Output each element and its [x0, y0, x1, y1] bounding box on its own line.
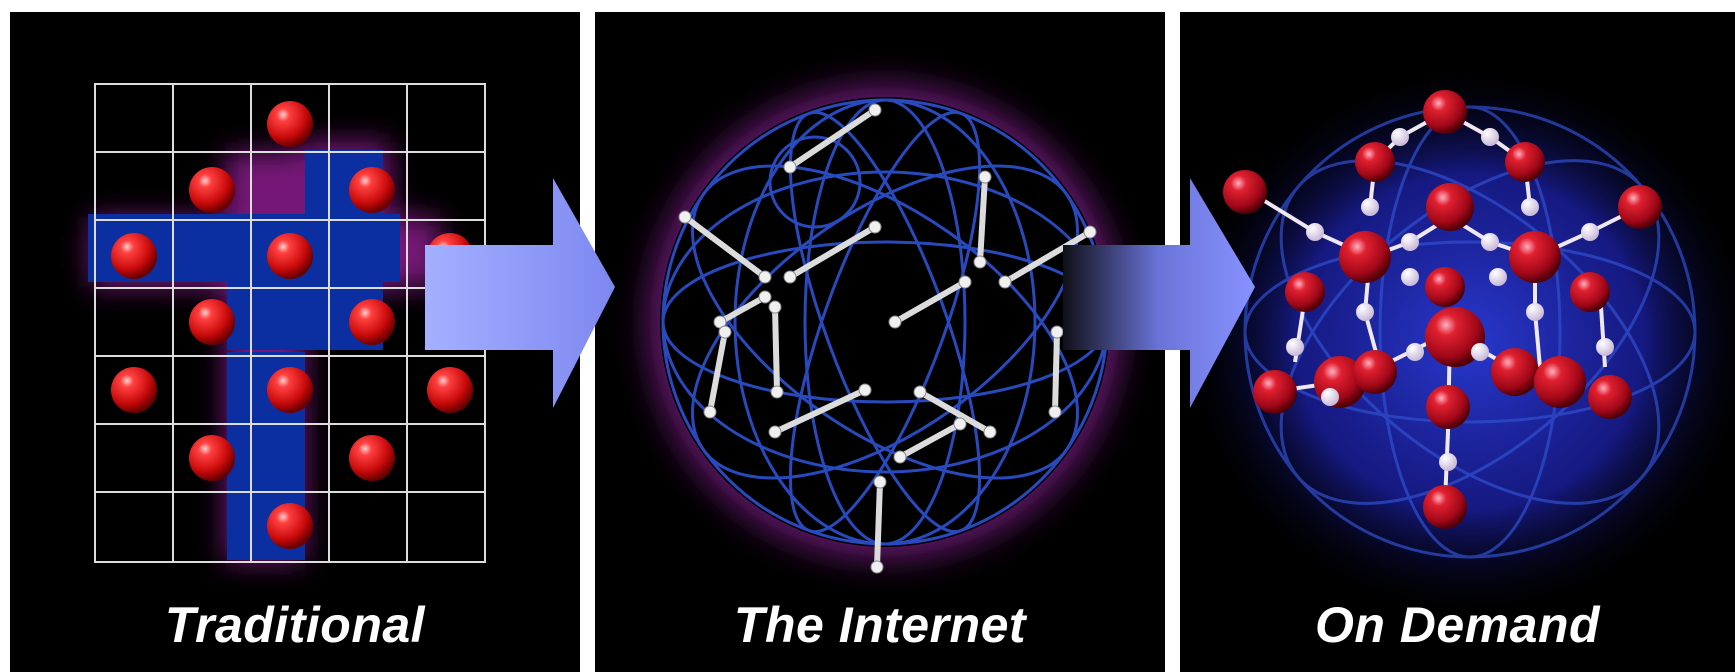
molecular-sphere-icon [1180, 12, 1735, 672]
caption-on-demand: On Demand [1180, 596, 1735, 654]
panel-internet: The Internet [595, 12, 1165, 672]
panel-traditional: Traditional [10, 12, 580, 672]
network-sphere-icon [595, 12, 1165, 672]
panel-on-demand: On Demand [1180, 12, 1735, 672]
caption-internet: The Internet [595, 596, 1165, 654]
grid-cross-icon [10, 12, 580, 672]
caption-traditional: Traditional [10, 596, 580, 654]
